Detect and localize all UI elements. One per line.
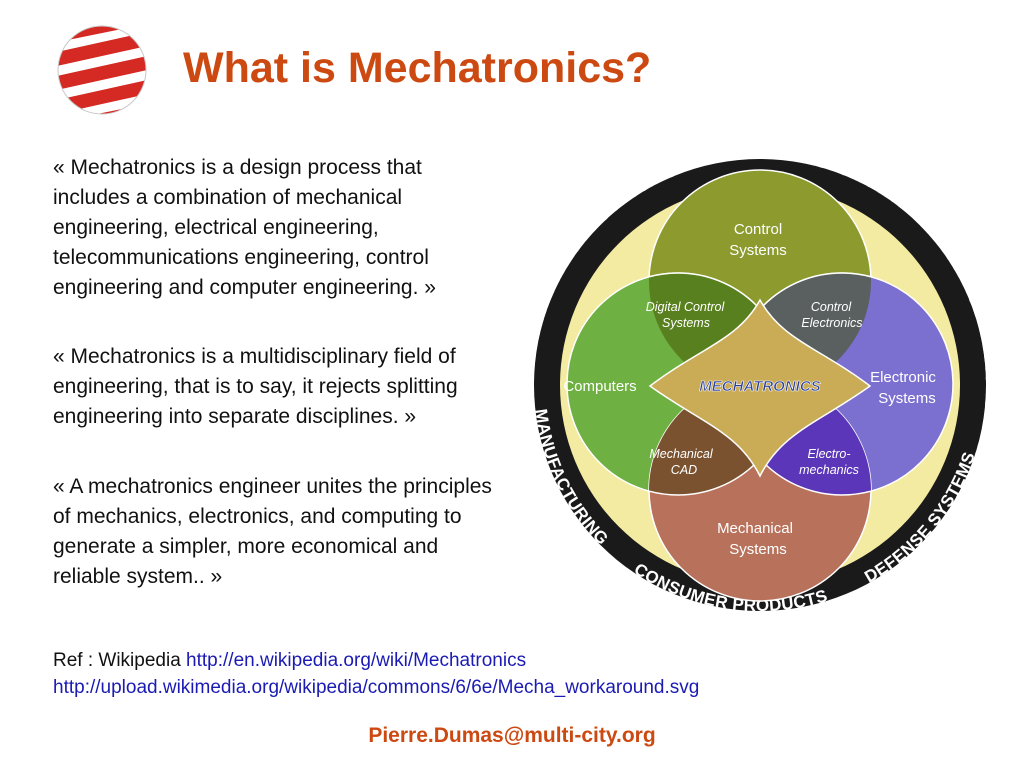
wikimedia-svg-link[interactable]: http://upload.wikimedia.org/wikipedia/co… [53,677,700,698]
label-mechanical-cad-1: Mechanical [649,447,713,461]
page-title: What is Mechatronics? [183,44,652,92]
quote-design-process: « Mechatronics is a design process that … [53,156,436,299]
label-control-electronics-1: Control [811,300,853,314]
label-control-electronics-2: Electronics [801,316,862,330]
core-mechatronics-shape [648,298,872,478]
label-electronic: Electronic [870,369,936,386]
quote-multidisciplinary: « Mechatronics is a multidisciplinary fi… [53,345,458,428]
label-control-systems: Systems [729,242,787,259]
mechatronics-diagram: AUTOMOTIVE AEROSPACE MEDICAL XEROGRAPHY … [525,150,1000,615]
label-digital-control: Digital Control [646,300,726,314]
label-mechanical-cad-2: CAD [671,463,697,477]
author-email: Pierre.Dumas@multi-city.org [368,724,656,747]
quote-engineer: « A mechatronics engineer unites the pri… [53,475,492,588]
wikipedia-link[interactable]: http://en.wikipedia.org/wiki/Mechatronic… [186,650,527,671]
reference-prefix: Ref : Wikipedia [53,650,187,671]
label-mechanical: Mechanical [717,520,793,537]
label-electronic-systems: Systems [878,390,936,407]
label-computers: Computers [563,378,636,395]
logo [57,25,147,115]
label-digital-control-systems: Systems [662,316,710,330]
label-control: Control [734,221,782,238]
label-electromechanics-2: mechanics [799,463,859,477]
label-mechanical-systems: Systems [729,541,787,558]
label-electromechanics-1: Electro- [807,447,850,461]
reference: Ref : Wikipedia http://en.wikipedia.org/… [53,647,699,701]
label-mechatronics: MECHATRONICS [699,378,820,395]
